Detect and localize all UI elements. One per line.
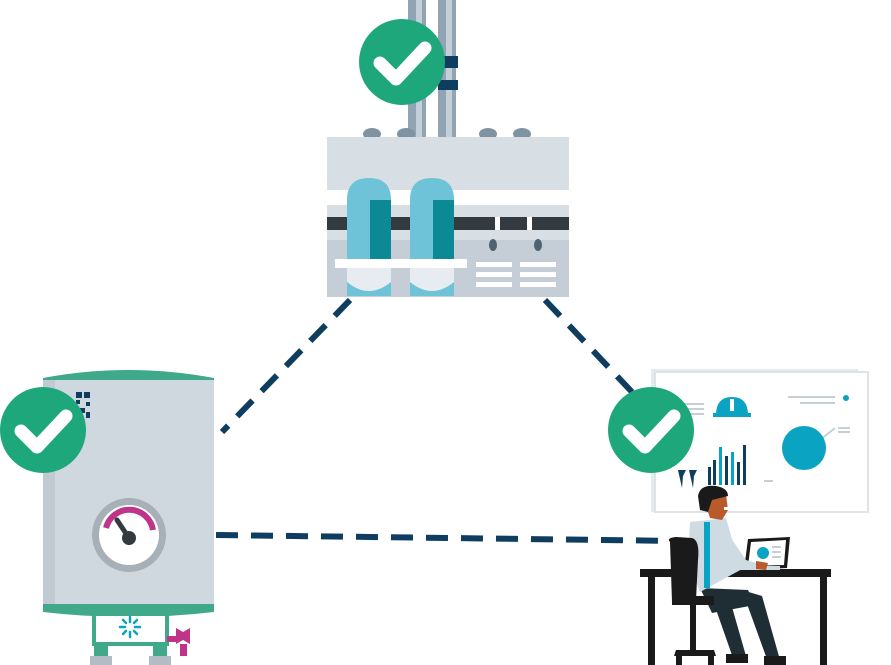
hardhat-icon: [713, 397, 751, 417]
connector-factory-tank: [219, 297, 353, 435]
factory-icon: [327, 0, 569, 297]
screws-icon: [678, 470, 697, 488]
dashboard-pie-circle: [782, 426, 826, 470]
connector-tank-workstation: [215, 532, 681, 544]
valve-icon: [167, 628, 190, 656]
dashboard-board: [654, 371, 869, 513]
tank-bottom-band: [43, 604, 214, 617]
connector-factory-workstation: [542, 297, 635, 395]
factory-vents: [476, 262, 556, 287]
desk: [640, 569, 831, 577]
pressure-gauge-icon: [92, 498, 166, 572]
status-check-icon-workstation: [608, 387, 694, 473]
status-check-icon-tank: [0, 387, 86, 473]
chair-icon: [668, 537, 716, 665]
connectors: [215, 297, 681, 544]
bar-chart-icon: [708, 445, 746, 485]
base-spinner-icon: [118, 615, 142, 639]
person-icon: [688, 485, 786, 665]
status-check-icon-factory: [359, 19, 445, 105]
